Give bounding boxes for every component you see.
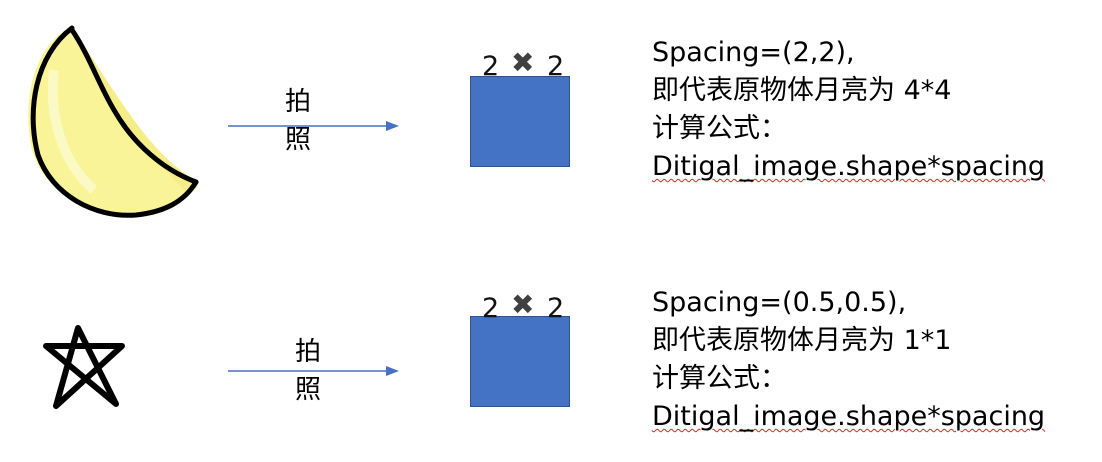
- formula-text: Ditigal_image.shape*spacing: [652, 151, 1046, 182]
- crescent-moon-icon: [28, 25, 199, 218]
- formula-heading: 计算公式：: [652, 363, 787, 394]
- digital-image-square: [470, 316, 570, 407]
- digital-image-square: [470, 76, 570, 167]
- formula-text: Ditigal_image.shape*spacing: [652, 401, 1046, 432]
- times-icon: ✖: [511, 46, 535, 79]
- formula-heading: 计算公式：: [652, 113, 787, 144]
- arrow-label-bottom: 照: [294, 375, 321, 405]
- size-right: 2: [547, 293, 565, 324]
- size-right: 2: [547, 51, 565, 82]
- arrow-label-bottom: 照: [284, 125, 311, 155]
- star-icon: [43, 325, 125, 409]
- size-left: 2: [482, 293, 500, 324]
- times-icon: ✖: [511, 288, 535, 321]
- meaning-text: 即代表原物体月亮为 1*1: [652, 325, 952, 356]
- meaning-text: 即代表原物体月亮为 4*4: [652, 75, 952, 106]
- arrow-label-top: 拍: [284, 87, 311, 117]
- arrow-icon: [228, 121, 399, 131]
- description-block: Spacing=(0.5,0.5), 即代表原物体月亮为 1*1 计算公式： D…: [652, 284, 1045, 436]
- spacing-text: Spacing=(0.5,0.5),: [652, 287, 907, 318]
- arrow-icon: [228, 366, 399, 376]
- arrow-label-top: 拍: [294, 337, 321, 367]
- spacing-text: Spacing=(2,2),: [652, 37, 855, 68]
- description-block: Spacing=(2,2), 即代表原物体月亮为 4*4 计算公式： Ditig…: [652, 34, 1045, 186]
- size-left: 2: [482, 51, 500, 82]
